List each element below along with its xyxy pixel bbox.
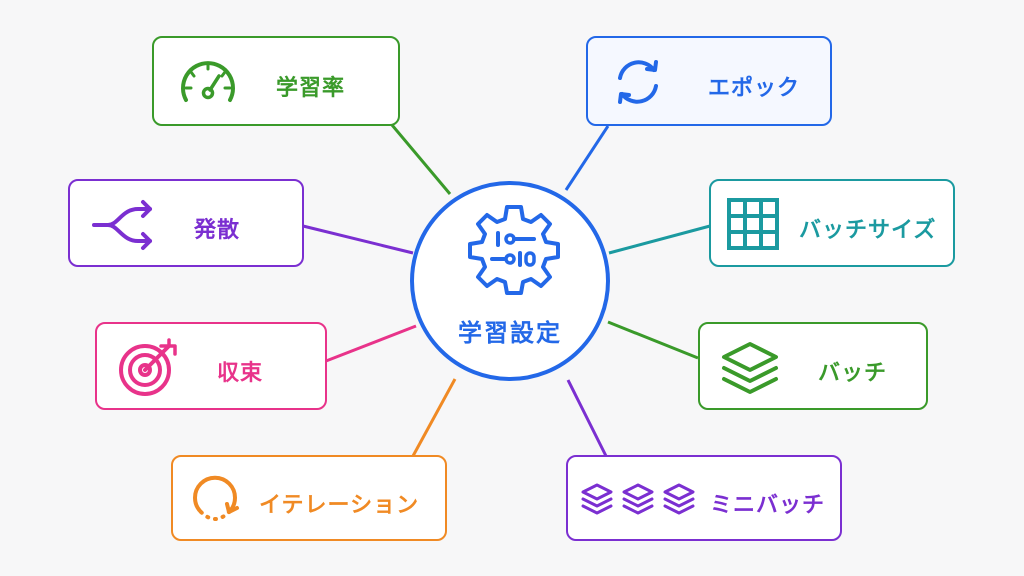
node-label: ミニバッチ xyxy=(710,493,826,518)
layers-icon xyxy=(718,336,782,400)
node-label: イテレーション xyxy=(259,493,420,518)
loop-arrow-icon xyxy=(183,468,247,532)
settings-gear-icon xyxy=(468,205,560,295)
link-minibatch xyxy=(566,379,608,457)
node-label: バッチサイズ xyxy=(799,218,937,243)
node-divergence: 発散 xyxy=(68,179,304,267)
link-batch-size xyxy=(608,224,711,255)
link-divergence xyxy=(302,224,414,255)
node-learning-rate: 学習率 xyxy=(152,36,400,126)
link-convergence xyxy=(325,324,417,363)
node-label: 収束 xyxy=(217,361,264,386)
hub-circle: 学習設定 xyxy=(410,181,610,381)
grid-icon xyxy=(721,192,785,256)
target-icon xyxy=(115,336,179,400)
node-batch-size: バッチサイズ xyxy=(709,179,955,267)
node-batch: バッチ xyxy=(698,322,928,410)
stacked-layers-icon xyxy=(580,481,698,519)
link-learning-rate xyxy=(390,124,452,195)
link-epoch xyxy=(564,125,610,191)
refresh-cycle-icon xyxy=(606,50,670,114)
node-label: 学習率 xyxy=(276,76,346,101)
node-iteration: イテレーション xyxy=(171,455,447,541)
node-convergence: 収束 xyxy=(95,322,327,410)
link-iteration xyxy=(411,378,457,457)
diverging-arrows-icon xyxy=(90,193,154,257)
node-minibatch: ミニバッチ xyxy=(566,455,842,541)
node-label: 発散 xyxy=(194,218,241,243)
hub-label: 学習設定 xyxy=(458,319,562,347)
node-label: エポック xyxy=(708,76,801,101)
node-epoch: エポック xyxy=(586,36,832,126)
node-label: バッチ xyxy=(818,361,888,386)
speedometer-icon xyxy=(176,50,240,114)
link-batch xyxy=(607,320,699,360)
